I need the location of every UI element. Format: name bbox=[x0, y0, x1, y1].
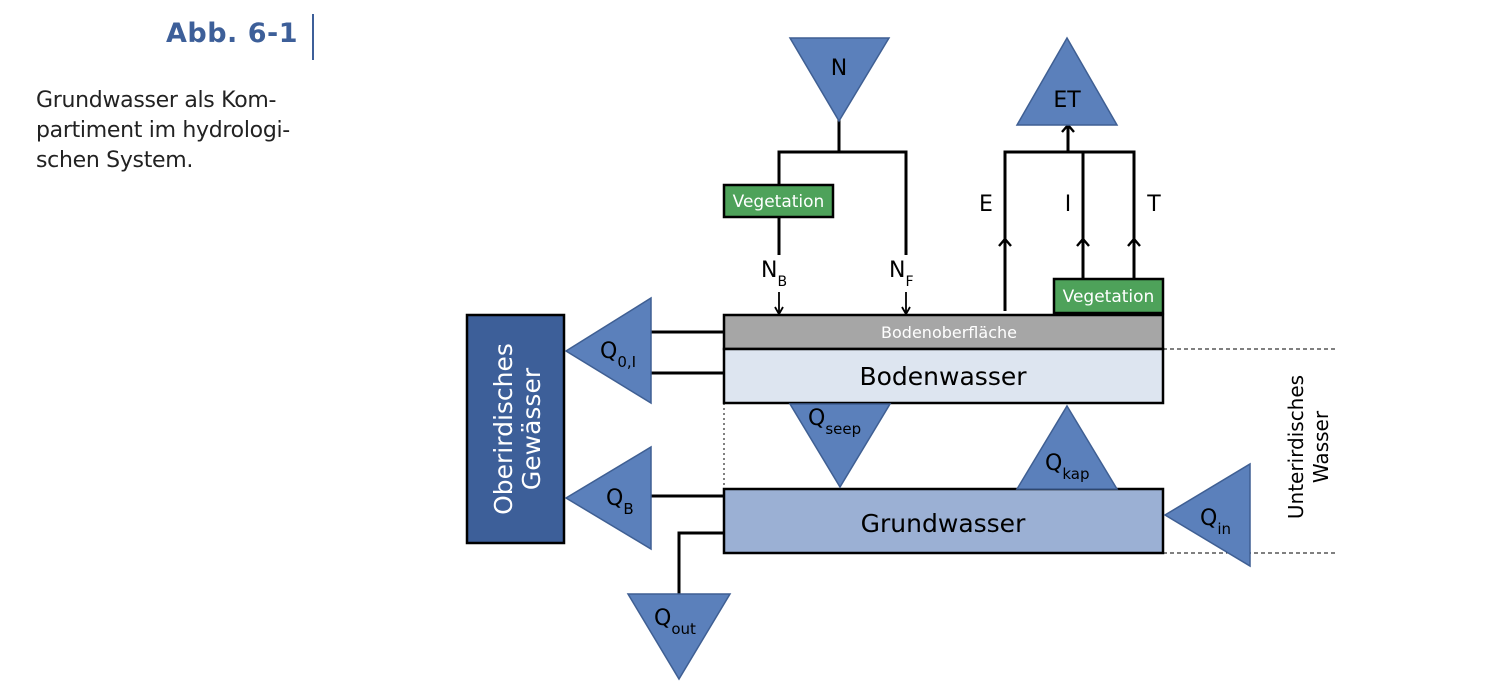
q-in-label: Qin bbox=[1200, 506, 1231, 538]
flux-triangles bbox=[564, 36, 1251, 681]
evapotranspiration-label: ET bbox=[1053, 88, 1081, 113]
q-seep-label: Qseep bbox=[808, 406, 861, 438]
surface-water-box bbox=[465, 313, 566, 545]
q-ol-triangle bbox=[564, 296, 652, 405]
caption-line: partiment im hydrologi- bbox=[36, 118, 290, 143]
caption-line: schen System. bbox=[36, 148, 194, 173]
caption-line: Grundwasser als Kom- bbox=[36, 88, 277, 113]
evapotranspiration-triangle bbox=[1015, 36, 1119, 126]
precipitation-triangle bbox=[788, 37, 891, 123]
surface-water-label: Oberirdisches Gewässer bbox=[489, 343, 546, 515]
vegetation-canopy-label: Vegetation bbox=[733, 192, 825, 212]
arrow-t bbox=[1127, 237, 1141, 247]
figure-label-divider bbox=[312, 14, 314, 60]
svg-text:Unterirdisches: Unterirdisches bbox=[1284, 375, 1308, 519]
q-ol-label: Q0,I bbox=[600, 339, 636, 371]
i-label: I bbox=[1065, 192, 1072, 217]
arrow-i bbox=[1076, 237, 1090, 247]
q-seep-triangle bbox=[788, 403, 892, 489]
arrow-n-f bbox=[901, 292, 911, 316]
t-label: T bbox=[1146, 192, 1161, 217]
subsurface-water-label: Unterirdisches Wasser bbox=[1284, 375, 1333, 519]
svg-text:Oberirdisches: Oberirdisches bbox=[489, 343, 518, 515]
vegetation-soil-label: Vegetation bbox=[1063, 287, 1155, 307]
precip-throughfall-line bbox=[839, 150, 908, 255]
soil-surface-label: Bodenoberfläche bbox=[881, 323, 1017, 342]
groundwater-label: Grundwasser bbox=[861, 509, 1026, 538]
q-kap-label: Qkap bbox=[1045, 451, 1089, 483]
q-out-line bbox=[677, 531, 724, 594]
precipitation-label: N bbox=[831, 56, 847, 81]
vegetation-soil-box bbox=[1052, 277, 1165, 315]
q-in-triangle bbox=[1163, 462, 1251, 568]
soil-surface-box bbox=[722, 313, 1165, 351]
figure-caption: Grundwasser als Kom- partiment im hydrol… bbox=[36, 86, 326, 176]
soil-water-label: Bodenwasser bbox=[859, 362, 1027, 391]
precip-split-line bbox=[777, 120, 841, 185]
arrow-e bbox=[998, 237, 1012, 247]
q-b-triangle bbox=[564, 445, 652, 551]
soil-water-box bbox=[722, 347, 1165, 405]
arrow-n-b bbox=[774, 292, 784, 316]
e-label: E bbox=[979, 192, 993, 217]
q-kap-triangle bbox=[1015, 404, 1119, 490]
n-b-label: NB bbox=[761, 258, 787, 290]
svg-text:Wasser: Wasser bbox=[1309, 410, 1333, 483]
q-out-label: Qout bbox=[654, 606, 696, 638]
q-b-label: QB bbox=[606, 486, 634, 518]
q-out-triangle bbox=[626, 593, 732, 681]
connector-lines bbox=[651, 120, 1136, 594]
flow-arrows bbox=[774, 123, 1141, 316]
groundwater-box bbox=[722, 487, 1165, 555]
vegetation-canopy-box bbox=[722, 183, 835, 219]
n-f-label: NF bbox=[889, 258, 914, 290]
svg-text:Gewässer: Gewässer bbox=[517, 367, 546, 490]
figure-label: Abb. 6-1 bbox=[166, 18, 298, 49]
